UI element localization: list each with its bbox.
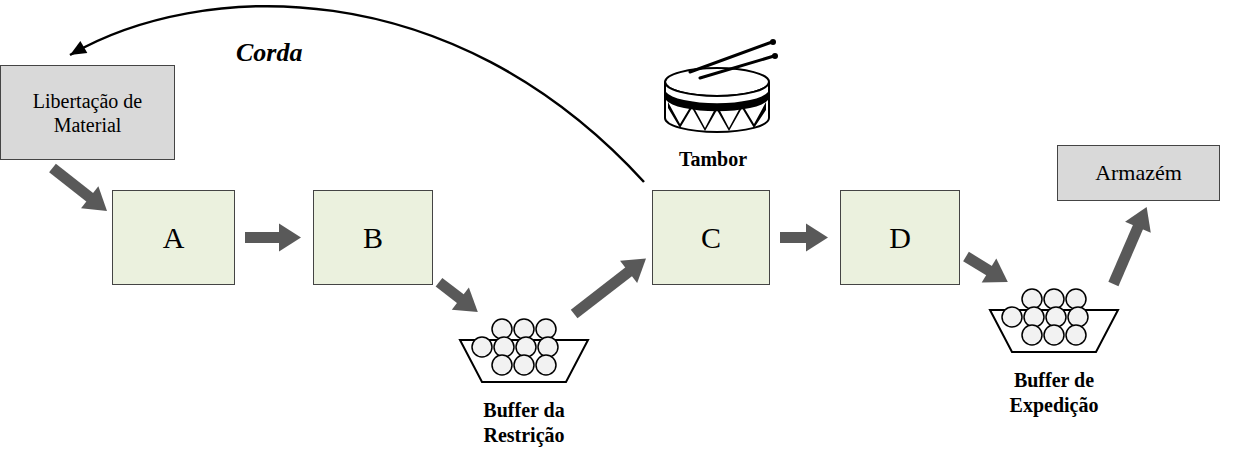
flow-arrow <box>439 282 478 312</box>
buffer-label: Buffer de Expedição <box>989 368 1119 418</box>
node-label: A <box>163 220 185 256</box>
node-label: Libertação de Material <box>32 89 144 137</box>
flow-arrow <box>780 224 828 252</box>
flow-arrow <box>574 258 646 314</box>
buffer-bowl: Buffer da Restrição <box>458 318 590 384</box>
drum-label: Tambor <box>679 148 747 171</box>
node-label: D <box>889 220 911 256</box>
flow-arrow <box>1113 207 1150 284</box>
process-box: C <box>652 190 770 285</box>
buffer-bowl: Buffer de Expedição <box>988 288 1120 354</box>
flow-arrow <box>966 257 1008 283</box>
release-box: Libertação de Material <box>0 65 175 160</box>
node-label: Armazém <box>1095 160 1182 186</box>
flow-arrow <box>53 168 108 211</box>
node-label: C <box>701 220 721 256</box>
process-box: D <box>840 190 960 285</box>
warehouse-box: Armazém <box>1057 145 1220 201</box>
buffer-bowl-shape <box>988 288 1120 354</box>
node-label: B <box>363 220 383 256</box>
buffer-label: Buffer da Restrição <box>459 398 589 448</box>
process-box: A <box>112 190 235 285</box>
rope-label: Corda <box>236 38 302 68</box>
drum-symbol <box>665 39 778 132</box>
process-box: B <box>313 190 433 285</box>
flow-arrow <box>245 224 301 252</box>
buffer-bowl-shape <box>458 318 590 384</box>
